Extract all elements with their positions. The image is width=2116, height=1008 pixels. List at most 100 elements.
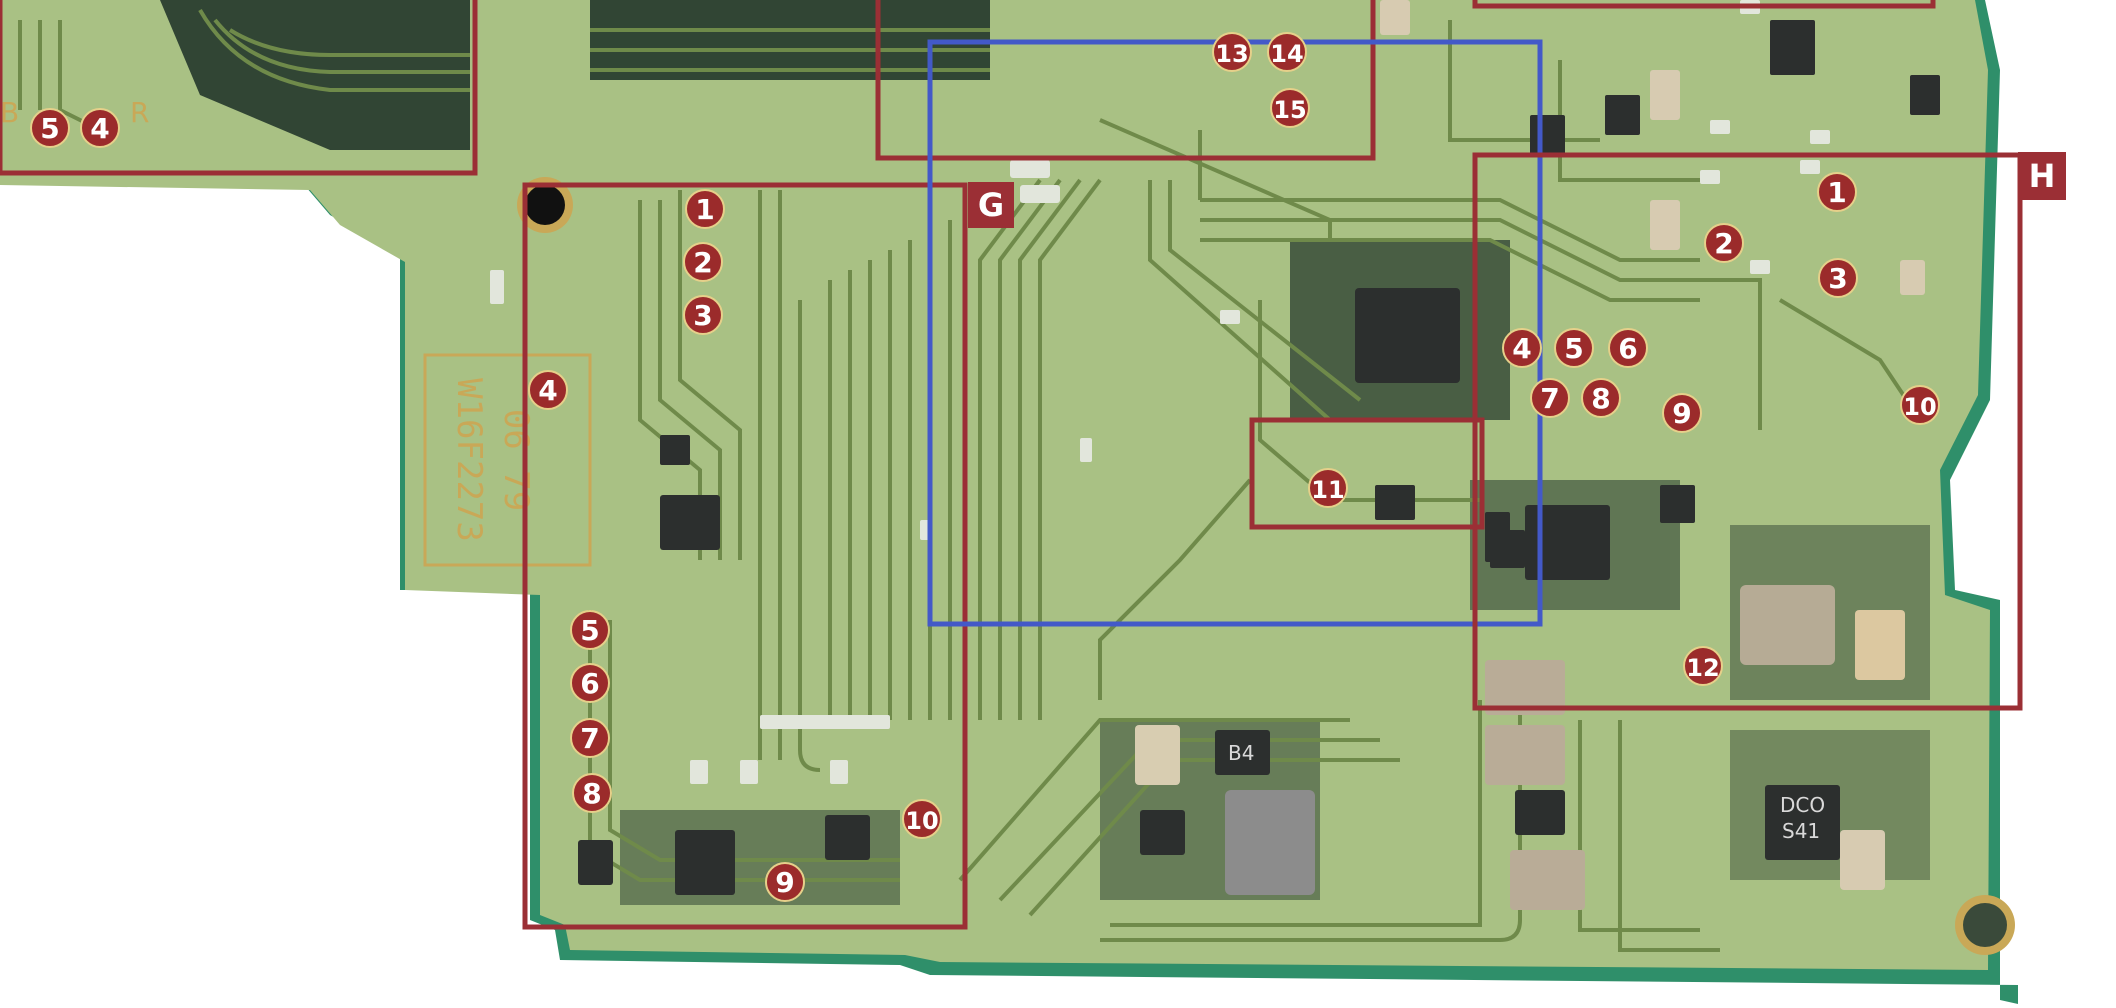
marker-label: 5 xyxy=(40,112,59,145)
frame-g xyxy=(522,182,968,930)
marker-label: 3 xyxy=(1828,262,1847,295)
marker-h-2: 2 xyxy=(1704,223,1744,263)
silk-chip-code-2: S41 xyxy=(1782,819,1820,843)
marker-label: 3 xyxy=(693,299,712,332)
chip-bottom-small xyxy=(1140,810,1185,855)
marker-top-15: 15 xyxy=(1270,88,1310,128)
marker-h-10: 10 xyxy=(1900,385,1940,425)
marker-left-4: 4 xyxy=(80,108,120,148)
marker-h-3: 3 xyxy=(1818,258,1858,298)
marker-label: 12 xyxy=(1686,654,1719,682)
silkscreen-block: W16F2273 06 79 xyxy=(423,353,592,567)
frame-tag-g: G xyxy=(968,182,1014,228)
passive-components xyxy=(490,0,1925,910)
marker-g-3: 3 xyxy=(683,295,723,335)
marker-g-7: 7 xyxy=(570,718,610,758)
marker-h-4: 4 xyxy=(1502,328,1542,368)
chip-center-3 xyxy=(1660,485,1695,523)
chip-left-small xyxy=(660,435,690,465)
chip-g-bottom-2 xyxy=(825,815,870,860)
frame-top-left xyxy=(0,0,478,176)
marker-label: 8 xyxy=(582,777,601,810)
frame-tag-h-label: H xyxy=(2029,157,2056,195)
chip-g-bottom-3 xyxy=(578,840,613,885)
marker-top-13: 13 xyxy=(1212,32,1252,72)
marker-label: 4 xyxy=(1512,332,1531,365)
marker-label: 1 xyxy=(1827,176,1846,209)
chip-bottom-right xyxy=(1765,785,1840,860)
marker-label: 8 xyxy=(1591,382,1610,415)
marker-label: 15 xyxy=(1273,96,1306,124)
marker-g-5: 5 xyxy=(570,610,610,650)
marker-g-4: 4 xyxy=(528,370,568,410)
frame-top-right xyxy=(1472,0,1936,9)
chip-top-right-1 xyxy=(1605,95,1640,135)
ic-chips xyxy=(578,20,1940,895)
marker-h-11: 11 xyxy=(1308,468,1348,508)
marker-label: 6 xyxy=(1618,332,1637,365)
pcb-traces xyxy=(18,9,1922,952)
frame-tag-g-label: G xyxy=(978,186,1004,224)
chip-small-11 xyxy=(1375,485,1415,520)
marker-label: 7 xyxy=(580,722,599,755)
marker-h-5: 5 xyxy=(1554,328,1594,368)
marker-h-12: 12 xyxy=(1683,646,1723,686)
marker-label: 5 xyxy=(1564,332,1583,365)
silk-block-code-1: W16F2273 xyxy=(449,378,489,542)
marker-h-9: 9 xyxy=(1662,393,1702,433)
chip-bottom-mid xyxy=(1515,790,1565,835)
frame-top-middle xyxy=(875,0,1376,161)
marker-label: 14 xyxy=(1270,40,1303,68)
frame-h xyxy=(1472,152,2023,711)
marker-label: 9 xyxy=(1672,397,1691,430)
marker-g-10: 10 xyxy=(902,799,942,839)
silk-b4: B4 xyxy=(1228,741,1254,765)
marker-label: 9 xyxy=(775,866,794,899)
marker-label: 4 xyxy=(90,112,109,145)
chip-center-4 xyxy=(1485,512,1510,562)
marker-label: 6 xyxy=(580,667,599,700)
board-body xyxy=(0,0,2018,1004)
marker-h-1: 1 xyxy=(1817,172,1857,212)
marker-h-6: 6 xyxy=(1608,328,1648,368)
silkscreen-labels: R B DCO S41 B4 xyxy=(0,96,1825,843)
marker-label: 10 xyxy=(905,807,938,835)
marker-label: 13 xyxy=(1215,40,1248,68)
marker-label: 11 xyxy=(1311,476,1344,504)
marker-label: 7 xyxy=(1540,382,1559,415)
marker-label: 4 xyxy=(538,374,557,407)
marker-g-1: 1 xyxy=(685,189,725,229)
marker-label: 2 xyxy=(1714,227,1733,260)
chip-top-right-2 xyxy=(1530,115,1565,155)
marker-g-6: 6 xyxy=(570,663,610,703)
silk-chip-code-1: DCO xyxy=(1780,793,1825,817)
marker-label: 2 xyxy=(693,246,712,279)
chip-b4 xyxy=(1215,730,1270,775)
chip-center-1 xyxy=(1525,505,1610,580)
silk-b: B xyxy=(0,96,19,129)
silk-r: R xyxy=(130,96,149,129)
marker-label: 1 xyxy=(695,193,714,226)
marker-g-8: 8 xyxy=(572,773,612,813)
marker-label: 10 xyxy=(1903,393,1936,421)
chip-left-sot xyxy=(660,495,720,550)
board-edge-notch xyxy=(1962,460,2000,565)
frame-tag-h: H xyxy=(2018,152,2066,200)
callout-frames: GH xyxy=(0,0,2066,930)
marker-g-2: 2 xyxy=(683,242,723,282)
marker-left-5: 5 xyxy=(30,108,70,148)
silk-block-code-2: 06 79 xyxy=(496,409,536,511)
marker-h-7: 7 xyxy=(1530,378,1570,418)
chip-g-bottom-1 xyxy=(675,830,735,895)
marker-h-8: 8 xyxy=(1581,378,1621,418)
frame-11 xyxy=(1249,417,1485,530)
marker-g-9: 9 xyxy=(765,862,805,902)
marker-label: 5 xyxy=(580,614,599,647)
marker-top-14: 14 xyxy=(1267,32,1307,72)
chip-top-right-4 xyxy=(1770,20,1815,75)
bga-chip xyxy=(1355,288,1460,383)
chip-top-right-3 xyxy=(1910,75,1940,115)
